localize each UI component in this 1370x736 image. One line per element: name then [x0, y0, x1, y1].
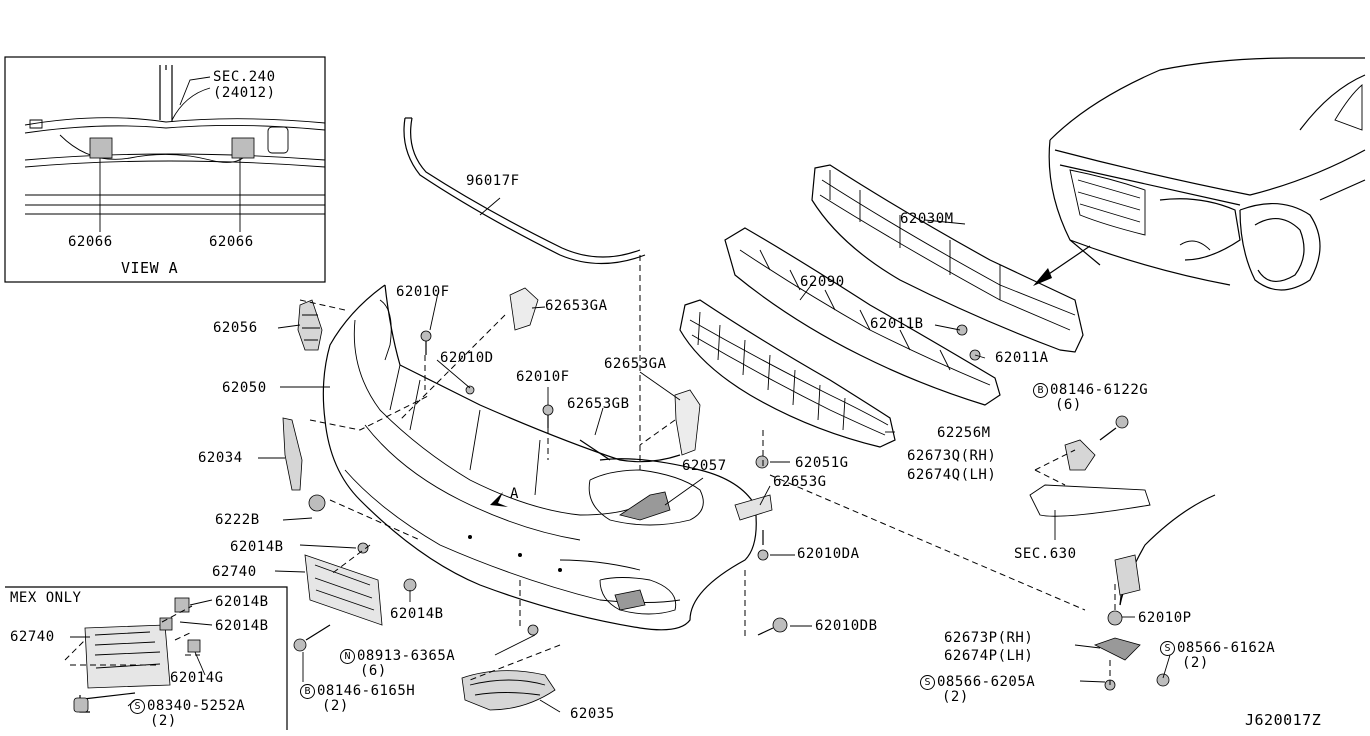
label-62050: 62050	[222, 380, 267, 396]
fender-protector-62673Q	[1064, 439, 1096, 471]
label-62011A: 62011A	[995, 350, 1049, 366]
label-62010D: 62010D	[440, 350, 494, 366]
callout-part: 08146-6165H	[317, 683, 416, 699]
bumper-fascia-62050	[322, 284, 757, 631]
label-62010P: 62010P	[1138, 610, 1192, 626]
molding-strip-96017F	[403, 117, 646, 265]
cover-62653GA	[509, 287, 701, 456]
mex-part-62014B-a: 62014B	[215, 594, 269, 610]
mex-part-62740: 62740	[10, 629, 55, 645]
license-plate-bracket-62740	[304, 554, 383, 626]
bracket-62034	[282, 417, 303, 491]
reinforcement-62030M	[811, 164, 1084, 353]
mex-part-62014G: 62014G	[170, 670, 224, 686]
callout-qty-s2: (2)	[942, 689, 969, 705]
screw-symbol: S	[920, 675, 935, 690]
screw-symbol: S	[1160, 641, 1175, 656]
view-a-marker: A	[510, 486, 519, 502]
view-a-arrow	[490, 492, 508, 507]
label-96017F: 96017F	[466, 173, 520, 189]
absorber-62090	[724, 227, 1001, 406]
callout-qty-s1: (2)	[1182, 655, 1209, 671]
label-62030M: 62030M	[900, 211, 954, 227]
bolt-symbol: B	[300, 684, 315, 699]
callout-qty-b2: (2)	[322, 698, 349, 714]
label-62057: 62057	[682, 458, 727, 474]
label-62014B-a: 62014B	[230, 539, 284, 555]
label-62010F-a: 62010F	[396, 284, 450, 300]
grille-62256M	[679, 299, 896, 448]
vehicle-front-view	[1048, 57, 1366, 291]
label-62010F-b: 62010F	[516, 369, 570, 385]
nut-symbol: N	[340, 649, 355, 664]
label-sec-630: SEC.630	[1014, 546, 1077, 562]
leader-lines	[70, 76, 1171, 713]
bracket-62057	[619, 491, 671, 521]
callout-part: 08566-6162A	[1177, 640, 1276, 656]
guide-lines	[299, 299, 1116, 685]
fog-lamp-bezel-62035	[461, 670, 556, 711]
view-a-inset	[4, 56, 326, 283]
label-62034: 62034	[198, 450, 243, 466]
clip-62653GB	[579, 439, 611, 461]
view-a-label-right: 62066	[209, 234, 254, 250]
callout-part: 08146-6122G	[1050, 382, 1149, 398]
callout-qty-b1: (6)	[1055, 397, 1082, 413]
mex-screw-part: 08340-5252A	[147, 698, 246, 714]
mex-only-title: MEX ONLY	[10, 590, 82, 606]
view-a-sec-part: (24012)	[213, 85, 276, 101]
label-6222B: 6222B	[215, 512, 260, 528]
callout-part: 08566-6205A	[937, 674, 1036, 690]
label-62056: 62056	[213, 320, 258, 336]
bolt-symbol: B	[1033, 383, 1048, 398]
view-a-title: VIEW A	[121, 259, 179, 277]
bracket-62056	[297, 299, 323, 351]
label-62673Q: 62673Q(RH)	[907, 448, 997, 464]
diagram-code: J620017Z	[1245, 711, 1322, 729]
fender-sec-630	[1029, 484, 1216, 606]
callout-qty-n: (6)	[360, 663, 387, 679]
label-62011B: 62011B	[870, 316, 924, 332]
label-62653GB: 62653GB	[567, 396, 630, 412]
screw-symbol: S	[130, 699, 145, 714]
label-62653GA-b: 62653GA	[604, 356, 667, 372]
label-62256M: 62256M	[937, 425, 991, 441]
label-62673P: 62673P(RH)	[944, 630, 1034, 646]
label-62740: 62740	[212, 564, 257, 580]
label-62051G: 62051G	[795, 455, 849, 471]
label-62674P: 62674P(LH)	[944, 648, 1034, 664]
label-62674Q: 62674Q(LH)	[907, 467, 997, 483]
fasteners	[293, 324, 1170, 691]
bracket-62653G	[734, 494, 773, 521]
label-62014B-b: 62014B	[390, 606, 444, 622]
mex-screw-qty: (2)	[150, 713, 177, 729]
label-62653GA-a: 62653GA	[545, 298, 608, 314]
mex-only-inset	[5, 586, 288, 730]
mex-part-62014B-b: 62014B	[215, 618, 269, 634]
label-62010DA: 62010DA	[797, 546, 860, 562]
label-62653G: 62653G	[773, 474, 827, 490]
label-62035: 62035	[570, 706, 615, 722]
callout-part: 08913-6365A	[357, 648, 456, 664]
label-62090: 62090	[800, 274, 845, 290]
bracket-62673P	[1093, 637, 1141, 661]
view-a-label-left: 62066	[68, 234, 113, 250]
label-62010DB: 62010DB	[815, 618, 878, 634]
view-a-sec-ref: SEC.240	[213, 69, 276, 85]
